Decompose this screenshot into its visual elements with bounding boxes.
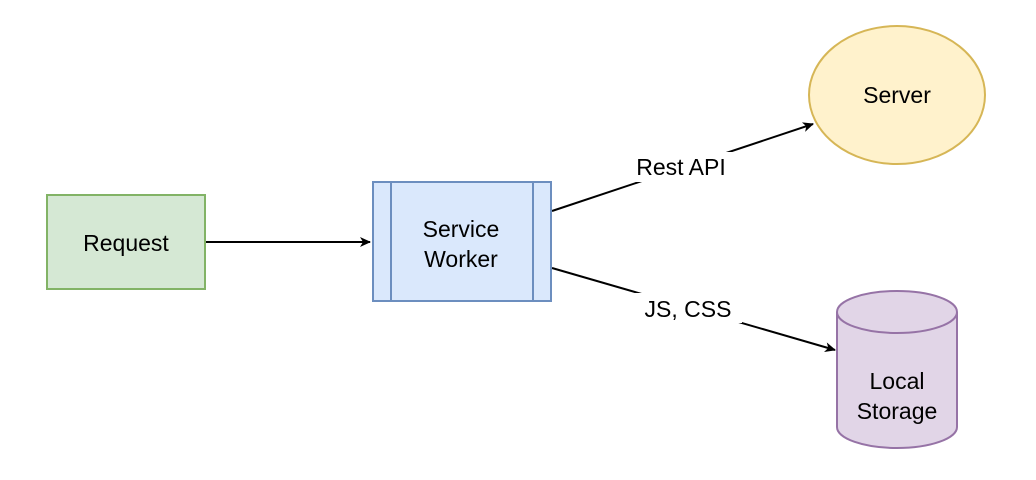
edge-service-worker-to-server: Rest API <box>551 122 814 212</box>
service-worker-node[interactable]: Service Worker <box>372 181 552 302</box>
request-node[interactable]: Request <box>46 194 206 290</box>
edge-label-background <box>626 152 736 182</box>
request-box <box>46 194 206 290</box>
server-node[interactable]: Server <box>808 25 986 165</box>
server-ellipse <box>808 25 986 165</box>
service-worker-box <box>372 181 552 302</box>
server-label: Server <box>863 82 931 108</box>
cylinder-top <box>836 290 958 334</box>
service-worker-label-line-1: Service <box>423 216 500 242</box>
local-storage-label-line-1: Local <box>870 368 925 394</box>
edge-label-rest-api: Rest API <box>636 154 725 180</box>
edge-label-background <box>634 293 742 323</box>
edge-service-worker-to-local-storage: JS, CSS <box>551 267 836 353</box>
cylinder-body <box>836 312 958 449</box>
edge-label-js-css: JS, CSS <box>645 296 732 322</box>
service-worker-label-line-2: Worker <box>424 246 498 272</box>
local-storage-label-line-2: Storage <box>857 398 938 424</box>
request-label: Request <box>83 230 169 256</box>
local-storage-node[interactable]: Local Storage <box>836 290 958 449</box>
